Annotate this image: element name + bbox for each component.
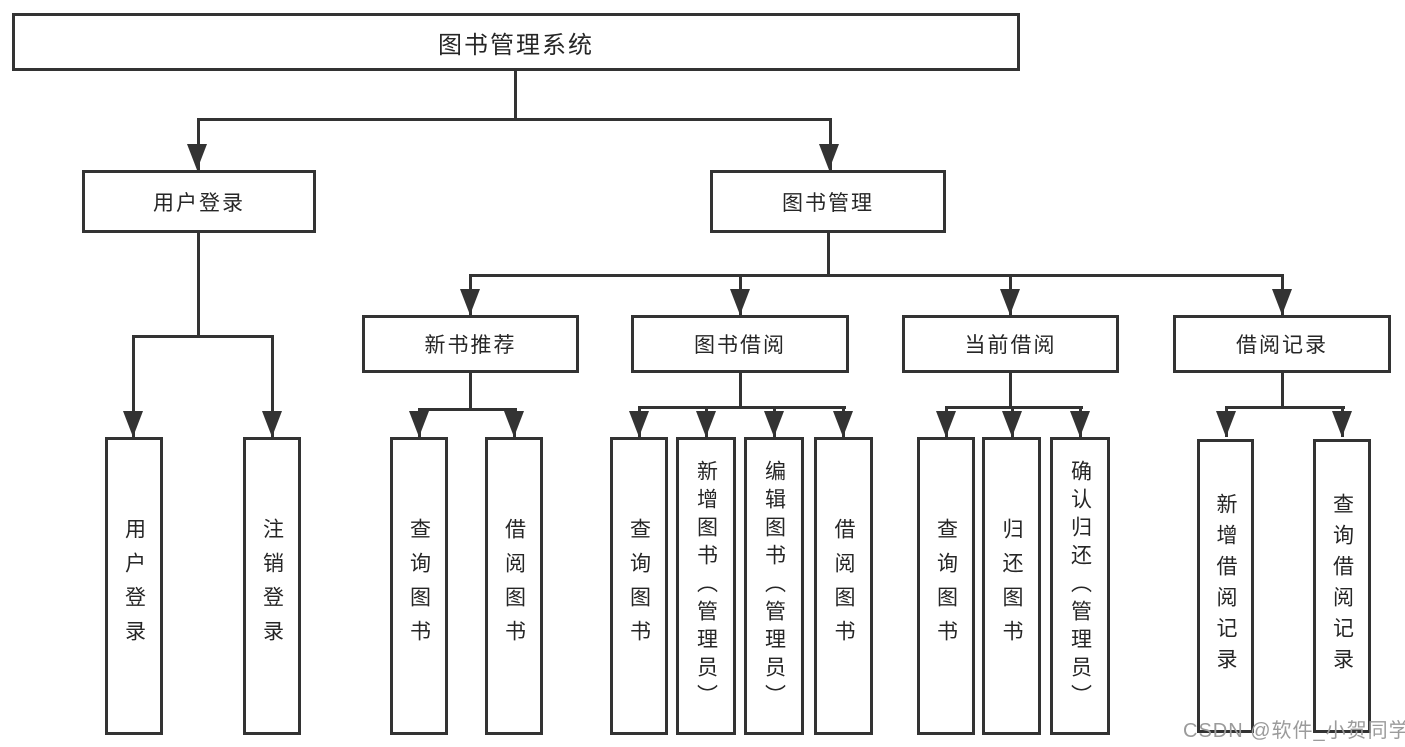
arrowhead-down-icon [1332, 411, 1352, 437]
node-label: 查询图书 [407, 518, 431, 654]
node-label: 当前借阅 [964, 334, 1057, 357]
node-user-login: 用户登录 [82, 170, 316, 233]
node-label: 用户登录 [153, 191, 245, 215]
node-label: 查询借阅记录 [1330, 493, 1354, 679]
node-book-management: 图书管理 [710, 170, 946, 233]
arrowhead-down-icon [504, 411, 524, 437]
connector-line [132, 335, 274, 338]
connector-line [1225, 406, 1345, 409]
arrowhead-down-icon [123, 411, 143, 437]
arrowhead-down-icon [936, 411, 956, 437]
arrowhead-down-icon [1002, 411, 1022, 437]
node-label: 新增借阅记录 [1214, 493, 1237, 679]
arrowhead-down-icon [730, 289, 750, 315]
node-label: 用户登录 [122, 518, 146, 654]
leaf-query-borrow-record: 查询借阅记录 [1313, 439, 1371, 733]
arrowhead-down-icon [1216, 411, 1236, 437]
connector-line [271, 335, 274, 437]
arrowhead-down-icon [187, 144, 207, 170]
node-label: 查询图书 [627, 518, 651, 654]
node-current-borrow: 当前借阅 [902, 315, 1119, 373]
connector-line [1009, 373, 1012, 406]
connector-line [514, 71, 517, 118]
node-label: 注销登录 [260, 518, 284, 654]
node-label: 确认归还（管理员） [1068, 460, 1092, 712]
leaf-return-books: 归还图书 [982, 437, 1041, 735]
arrowhead-down-icon [819, 144, 839, 170]
arrowhead-down-icon [1000, 289, 1020, 315]
node-borrow-records: 借阅记录 [1173, 315, 1391, 373]
node-label: 图书管理系统 [438, 31, 594, 59]
connector-line [1281, 373, 1284, 406]
leaf-borrow-books: 借阅图书 [814, 437, 873, 735]
node-label: 编辑图书（管理员） [762, 460, 786, 712]
leaf-confirm-return-admin: 确认归还（管理员） [1050, 437, 1110, 735]
leaf-borrow-books-recommend: 借阅图书 [485, 437, 543, 735]
connector-line [638, 406, 846, 409]
leaf-query-books-recommend: 查询图书 [390, 437, 448, 735]
arrowhead-down-icon [1272, 289, 1292, 315]
leaf-edit-books-admin: 编辑图书（管理员） [744, 437, 804, 735]
arrowhead-down-icon [262, 411, 282, 437]
leaf-logout: 注销登录 [243, 437, 301, 735]
node-label: 新增图书（管理员） [694, 460, 718, 712]
csdn-watermark: CSDN @软件_小贺同学 [1183, 720, 1405, 742]
connector-line [469, 373, 472, 408]
arrowhead-down-icon [696, 411, 716, 437]
arrowhead-down-icon [460, 289, 480, 315]
leaf-add-borrow-record: 新增借阅记录 [1197, 439, 1254, 733]
node-root-library-system: 图书管理系统 [12, 13, 1020, 71]
arrowhead-down-icon [629, 411, 649, 437]
leaf-query-books-current: 查询图书 [917, 437, 975, 735]
node-label: 新书推荐 [424, 334, 517, 357]
arrowhead-down-icon [1070, 411, 1090, 437]
node-label: 图书管理 [782, 191, 874, 215]
connector-line [945, 406, 1083, 409]
node-new-book-recommend: 新书推荐 [362, 315, 579, 373]
connector-line [418, 408, 517, 411]
connector-line [197, 233, 200, 335]
node-label: 借阅记录 [1236, 334, 1328, 357]
connector-line [739, 373, 742, 406]
node-label: 借阅图书 [832, 518, 855, 654]
connector-line [132, 335, 135, 437]
arrowhead-down-icon [833, 411, 853, 437]
connector-line [827, 233, 830, 274]
arrowhead-down-icon [764, 411, 784, 437]
node-book-borrow: 图书借阅 [631, 315, 849, 373]
arrowhead-down-icon [409, 411, 429, 437]
connector-line [469, 274, 1284, 277]
node-label: 归还图书 [1000, 518, 1023, 654]
node-label: 图书借阅 [694, 334, 786, 357]
leaf-query-books-borrow: 查询图书 [610, 437, 668, 735]
node-label: 查询图书 [934, 518, 958, 654]
leaf-user-login: 用户登录 [105, 437, 163, 735]
connector-line [197, 118, 831, 121]
node-label: 借阅图书 [502, 518, 526, 654]
leaf-add-books-admin: 新增图书（管理员） [676, 437, 736, 735]
